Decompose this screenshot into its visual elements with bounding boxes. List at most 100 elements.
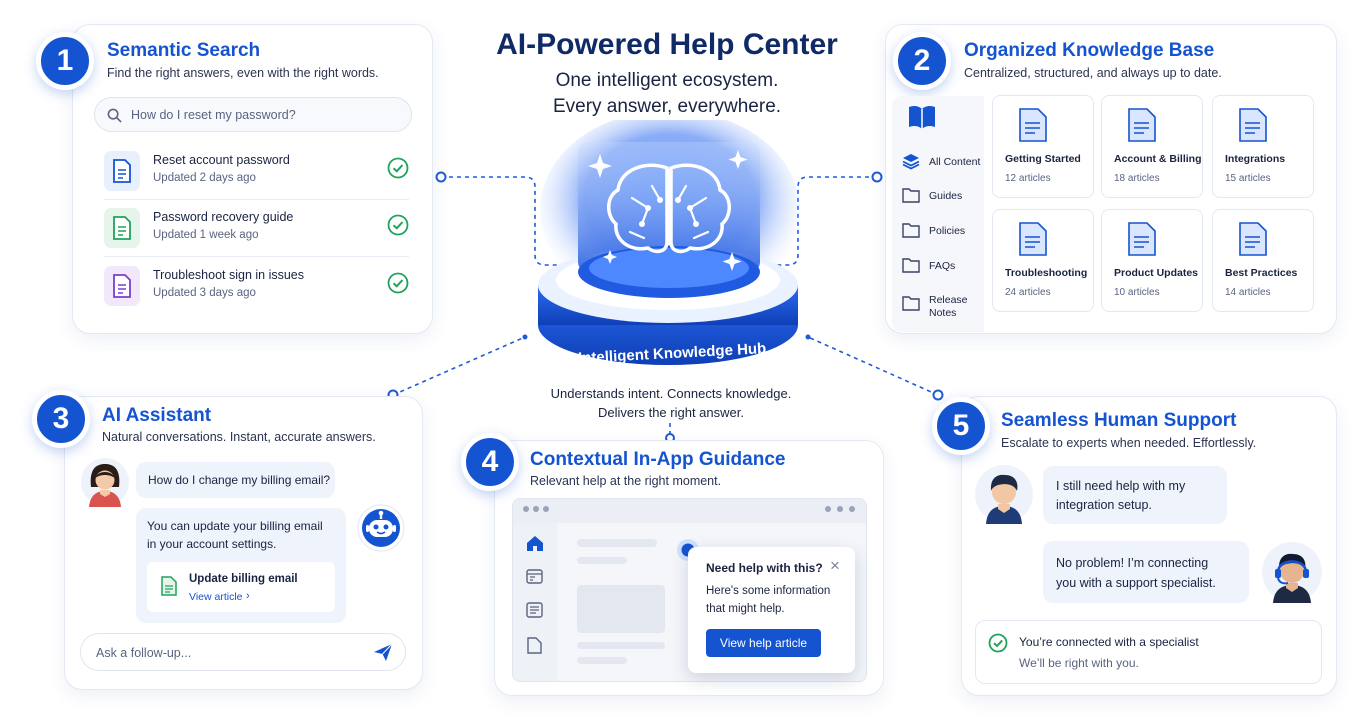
agent-message-line-1: No problem! I’m connecting (1056, 556, 1209, 570)
sidebar-item-faqs[interactable]: FAQs (929, 260, 956, 272)
user-message-bubble: How do I change my billing email? (136, 462, 335, 498)
tile-count: 24 articles (1005, 287, 1051, 298)
user-message-text: How do I change my billing email? (148, 473, 331, 487)
document-icon (1019, 222, 1047, 256)
send-icon[interactable] (373, 643, 393, 662)
ai-assistant-title: AI Assistant (102, 405, 212, 426)
result-title: Reset account password (153, 153, 290, 167)
result-title: Troubleshoot sign in issues (153, 268, 305, 282)
search-result-row[interactable]: Troubleshoot sign in issues Updated 3 da… (104, 264, 409, 310)
placeholder-line (577, 642, 665, 649)
folder-icon (902, 223, 920, 238)
semantic-search-subtitle: Find the right answers, even with the ri… (107, 66, 379, 80)
tile-name: Troubleshooting (1005, 267, 1088, 279)
folder-icon (902, 296, 920, 311)
view-help-article-button[interactable]: View help article (706, 629, 821, 657)
tile-name: Integrations (1225, 153, 1286, 165)
mock-sidebar (513, 523, 557, 681)
placeholder-line (577, 657, 627, 664)
popover-title: Need help with this? (706, 561, 823, 575)
kb-sidebar (892, 96, 984, 332)
check-circle-icon (387, 157, 409, 179)
customer-message-line-2: integration setup. (1056, 498, 1152, 512)
sidebar-item-all-content[interactable]: All Content (929, 156, 981, 168)
hub-caption-line-2: Delivers the right answer. (598, 405, 744, 420)
window-dot (837, 506, 843, 512)
kb-category-tile[interactable]: Getting Started 12 articles (992, 95, 1094, 198)
popover-body-line-1: Here's some information (706, 585, 831, 597)
kb-category-tile[interactable]: Best Practices 14 articles (1212, 209, 1314, 312)
search-result-row[interactable]: Reset account password Updated 2 days ag… (104, 149, 409, 195)
result-meta: Updated 2 days ago (153, 172, 256, 184)
tile-count: 15 articles (1225, 173, 1271, 184)
result-meta: Updated 1 week ago (153, 229, 259, 241)
layers-icon (902, 154, 920, 170)
divider (104, 199, 409, 200)
home-icon (527, 536, 543, 551)
tile-count: 14 articles (1225, 287, 1271, 298)
document-icon (104, 151, 140, 191)
window-dot (533, 506, 539, 512)
check-circle-icon (387, 214, 409, 236)
chevron-right-icon: › (246, 590, 250, 602)
popover-body-line-2: that might help. (706, 603, 785, 615)
tile-count: 10 articles (1114, 287, 1160, 298)
status-body: We’ll be right with you. (1019, 656, 1139, 670)
article-card[interactable]: Update billing email View article › (147, 562, 335, 612)
result-title: Password recovery guide (153, 210, 294, 224)
agent-message-line-2: you with a support specialist. (1056, 576, 1216, 590)
tile-name: Account & Billing (1114, 153, 1202, 165)
document-icon (1239, 222, 1267, 256)
window-dot (523, 506, 529, 512)
sidebar-item-release-notes-line-2: Notes (929, 307, 957, 319)
ai-assistant-subtitle: Natural conversations. Instant, accurate… (102, 430, 376, 444)
user-avatar (81, 458, 129, 507)
hub-caption-line-1: Understands intent. Connects knowledge. (550, 386, 792, 401)
human-support-subtitle: Escalate to experts when needed. Effortl… (1001, 436, 1257, 450)
agent-message-bubble: No problem! I’m connecting you with a su… (1043, 541, 1249, 603)
placeholder-line (577, 557, 627, 564)
kb-category-tile[interactable]: Integrations 15 articles (1212, 95, 1314, 198)
search-input[interactable]: How do I reset my password? (94, 97, 412, 132)
document-icon (104, 208, 140, 248)
knowledge-base-subtitle: Centralized, structured, and always up t… (964, 66, 1222, 80)
connection-status: You’re connected with a specialist We’ll… (975, 620, 1322, 684)
follow-up-input[interactable]: Ask a follow-up... (80, 633, 406, 671)
kb-category-tile[interactable]: Account & Billing 18 articles (1101, 95, 1203, 198)
in-app-guidance-title: Contextual In-App Guidance (530, 449, 786, 470)
sidebar-item-release-notes[interactable]: Release (929, 294, 968, 306)
close-icon[interactable]: × (830, 556, 840, 575)
search-result-row[interactable]: Password recovery guide Updated 1 week a… (104, 206, 409, 252)
folder-icon (902, 188, 920, 203)
step-number-1: 1 (36, 32, 94, 90)
bot-avatar (357, 504, 405, 552)
human-support-title: Seamless Human Support (1001, 410, 1237, 431)
follow-up-placeholder: Ask a follow-up... (96, 646, 192, 660)
kb-category-tile[interactable]: Product Updates 10 articles (1101, 209, 1203, 312)
tile-name: Getting Started (1005, 153, 1081, 165)
window-titlebar (513, 499, 866, 523)
tagline-line-1: One intelligent ecosystem. (555, 70, 779, 91)
semantic-search-title: Semantic Search (107, 40, 261, 61)
dashboard-icon (526, 569, 543, 584)
sidebar-item-guides[interactable]: Guides (929, 190, 963, 202)
tile-count: 18 articles (1114, 173, 1160, 184)
placeholder-line (577, 539, 657, 547)
customer-message-bubble: I still need help with my integration se… (1043, 466, 1227, 524)
support-agent-avatar (1262, 542, 1322, 603)
tile-count: 12 articles (1005, 173, 1051, 184)
check-circle-icon (988, 633, 1008, 653)
open-book-icon (909, 105, 935, 129)
kb-category-tile[interactable]: Troubleshooting 24 articles (992, 209, 1094, 312)
window-dot (849, 506, 855, 512)
step-number-3: 3 (32, 390, 90, 448)
customer-avatar (975, 465, 1033, 524)
document-icon (1128, 108, 1156, 142)
search-icon (107, 108, 122, 123)
window-dot (543, 506, 549, 512)
sidebar-item-policies[interactable]: Policies (929, 225, 966, 237)
tile-name: Product Updates (1114, 267, 1199, 279)
document-icon (1239, 108, 1267, 142)
view-article-link[interactable]: View article (189, 591, 243, 603)
tagline-line-2: Every answer, everywhere. (552, 96, 782, 117)
